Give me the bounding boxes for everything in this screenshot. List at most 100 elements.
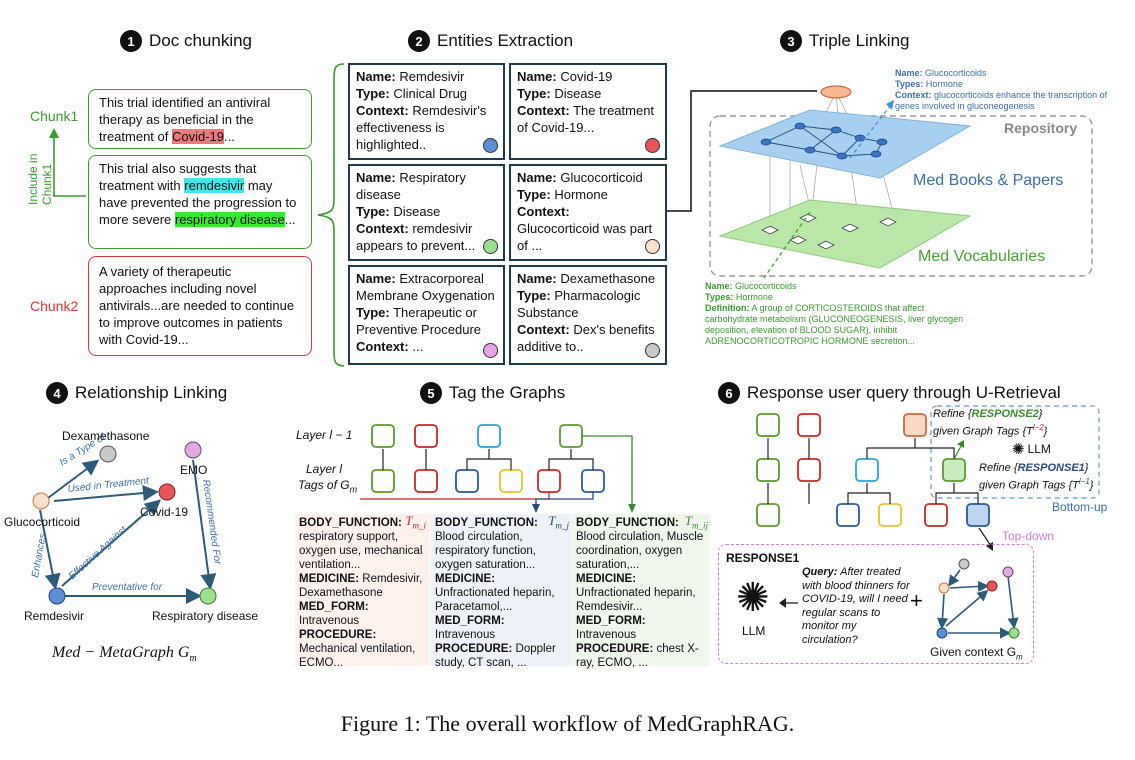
metagraph-label: Med − MetaGraph Gm: [52, 644, 197, 665]
entity-color-dot: [645, 343, 660, 358]
tags-of-label: Tags of Gm: [298, 478, 358, 495]
entity-context: remdesivir appears to prevent...: [356, 221, 476, 253]
refine1-text: Refine {RESPONSE1} given Graph Tags {Tl−…: [979, 462, 1094, 492]
entity-card-respiratory: Name: Respiratory disease Type: Disease …: [348, 164, 505, 261]
entity-name: Remdesivir: [399, 69, 465, 84]
tag-column-2: Tm_j BODY_FUNCTION:Blood circulation, re…: [431, 514, 571, 669]
label-emo: EMO: [180, 463, 207, 477]
entity-context: ...: [412, 339, 424, 354]
node-emo: [184, 441, 202, 459]
triple-connector: [667, 90, 817, 212]
entity-name-key: Name:: [517, 69, 557, 84]
form-key: MED_FORM:: [435, 615, 505, 627]
edge-label-effective: Effective Against: [67, 524, 130, 583]
entity-type-key: Type:: [517, 86, 551, 101]
med-value: Remdesivir, Dexamethasone: [299, 573, 423, 599]
tag1-sub: m_i: [412, 520, 427, 531]
figure-caption: Figure 1: The overall workflow of MedGra…: [340, 711, 795, 736]
section-5-title: 5 Tag the Graphs: [420, 382, 565, 404]
entity-card-dexamethasone: Name: Dexamethasone Type: Pharmacologic …: [509, 265, 667, 365]
top-note-context: glucocorticoids enhance the transcriptio…: [895, 90, 1108, 111]
given-context-label: Given context Gm: [930, 645, 1023, 662]
bf-value: Blood circulation, Muscle coordination, …: [576, 531, 704, 571]
top-note: Name: Glucocorticoids Types: Hormone Con…: [895, 68, 1120, 112]
chunk2-text-a: This trial also suggests that treatment …: [99, 161, 257, 193]
openai-logo-icon: ✺: [1012, 441, 1025, 458]
entity-name-key: Name:: [356, 271, 396, 286]
top-note-types: Hormone: [925, 79, 963, 89]
entity-context-key: Context:: [356, 221, 409, 236]
tags-of-text: Tags of G: [298, 478, 350, 492]
label-remdesivir: Remdesivir: [24, 609, 84, 623]
entity-context: Dex's benefits additive to..: [517, 322, 655, 354]
bottom-note-name-key: Name:: [705, 281, 733, 291]
node-covid: [158, 483, 176, 501]
refine2-a: Refine {: [933, 408, 972, 420]
section-1-number: 1: [120, 30, 142, 52]
entity-name-key: Name:: [356, 170, 396, 185]
entity-type-key: Type:: [356, 305, 390, 320]
entity-context-key: Context:: [517, 204, 570, 219]
retrieval-tree: [756, 405, 1100, 527]
label-glucocorticoid: Glucocorticoid: [4, 515, 80, 529]
entity-color-dot: [483, 343, 498, 358]
given-context-text: Given context G: [930, 645, 1017, 659]
node-remdesivir: [48, 587, 66, 605]
llm-bottom-label: LLM: [742, 624, 766, 638]
refine1-d: given Graph Tags {T: [979, 479, 1079, 492]
bottom-note: Name: Glucocorticoids Types: Hormone Def…: [705, 281, 970, 347]
tag3-symbol: T: [684, 513, 692, 528]
tag2-sub: m_j: [555, 520, 570, 531]
edge-label-recommended: Recommended For: [200, 479, 223, 566]
bottom-note-types: Hormone: [735, 292, 773, 302]
form-value: Intravenous: [435, 629, 496, 641]
tag-tree: [360, 424, 636, 513]
bottom-note-def: A group of CORTICOSTEROIDS that affect c…: [705, 303, 964, 346]
bottom-note-name: Glucocorticoids: [735, 281, 797, 291]
proc-value: Mechanical ventilation, ECMO...: [299, 643, 416, 669]
entity-context-key: Context:: [356, 103, 409, 118]
entity-name: Dexamethasone: [560, 271, 656, 286]
node-glucocorticoid: [32, 492, 50, 510]
section-6-label: Response user query through U-Retrieval: [747, 383, 1061, 402]
section-4-number: 4: [46, 382, 68, 404]
section-4-label: Relationship Linking: [75, 383, 228, 402]
section-3-label: Triple Linking: [809, 31, 910, 50]
section-3-title: 3 Triple Linking: [780, 30, 909, 52]
highlight-respiratory: respiratory disease: [174, 212, 285, 227]
query-text: Query: After treated with blood thinners…: [802, 566, 910, 647]
label-respiratory: Respiratory disease: [152, 609, 258, 623]
refine1-a: Refine {: [979, 462, 1018, 474]
llm-top: ✺LLM: [1012, 440, 1051, 458]
section-6-title: 6 Response user query through U-Retrieva…: [718, 382, 1061, 404]
section-5-label: Tag the Graphs: [449, 383, 566, 402]
entity-name: Glucocorticoid: [560, 170, 643, 185]
med-key: MEDICINE:: [435, 573, 496, 585]
entity-color-dot: [483, 138, 498, 153]
section-1-title: 1 Doc chunking: [120, 30, 252, 52]
chunk2-ellipsis: ...: [284, 212, 296, 227]
bf-value: Blood circulation, respiratory function,…: [435, 531, 536, 571]
refine2-d: given Graph Tags {T: [933, 425, 1033, 438]
entity-name-key: Name:: [517, 170, 557, 185]
entity-context: Glucocorticoid was part of ...: [517, 221, 653, 253]
edge-label-enhances: Enhances: [30, 533, 49, 579]
refine2-c: }: [1038, 408, 1043, 420]
node-respiratory: [199, 587, 217, 605]
highlight-covid: Covid-19: [171, 129, 225, 144]
repository-box: [709, 115, 1093, 277]
bottom-up-label: Bottom-up: [1052, 500, 1108, 514]
section-6-number: 6: [718, 382, 740, 404]
proc-key: PROCEDURE:: [576, 643, 654, 655]
label-covid: Covid-19: [140, 505, 188, 519]
med-key: MEDICINE:: [576, 573, 637, 585]
edge-label-used: Used in Treatment: [67, 475, 150, 495]
med-key: MEDICINE:: [299, 573, 360, 585]
bf-value: respiratory support, oxygen use, mechani…: [299, 531, 423, 571]
entity-name: Respiratory disease: [356, 170, 466, 202]
node-dexamethasone: [99, 445, 117, 463]
repository-label: Repository: [1004, 120, 1078, 136]
context-graph: [936, 558, 1020, 639]
section-2-title: 2 Entities Extraction: [408, 30, 573, 52]
entity-card-remdesivir: Name: Remdesivir Type: Clinical Drug Con…: [348, 63, 505, 160]
